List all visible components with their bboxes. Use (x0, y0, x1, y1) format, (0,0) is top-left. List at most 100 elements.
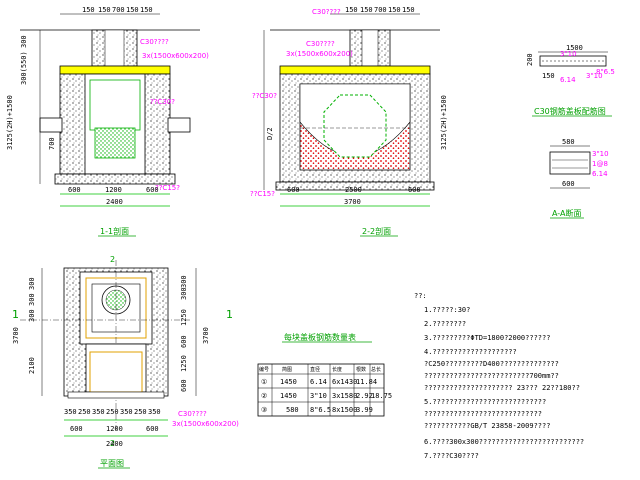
plate-width: 1500 (566, 44, 583, 52)
aa-rebar-3: 6.14 (592, 170, 608, 178)
cell: 1450 (280, 392, 297, 400)
plate-left: 150 (542, 72, 555, 80)
s11-bot-dim-1: 600 (68, 186, 81, 194)
s11-bot-dim-3: 600 (146, 186, 159, 194)
s11-bot-dim-2: 1200 (105, 186, 122, 194)
th-1: 简图 (282, 366, 292, 373)
th-5: 总长 (371, 366, 381, 373)
plate-detail: 1500 200 150 3"10 6.14 3"10 8"6.5 C30钢筋盖… (526, 44, 615, 117)
table-row: ② 1450 3"10 3x1580 2.92 18.75 (261, 392, 392, 400)
plan-sub-3: 350 (92, 408, 105, 416)
section-2-2: 150 150 700 150 150 D/2 3125(2H)+1500 C3… (250, 6, 448, 237)
s11-top-dim-2: 150 (98, 6, 111, 14)
plate-title: C30钢筋盖板配筋图 (534, 106, 606, 116)
cell: 3"10 (310, 392, 327, 400)
plan-right-4: 600 (180, 335, 188, 348)
s11-label-3: ??C30? (150, 98, 175, 106)
table-header: 编号 简图 直径 长度 根数 总长 (259, 366, 381, 373)
plan-sub-2: 250 (78, 408, 91, 416)
s22-label-1: C30???? (306, 40, 335, 48)
plate-rebar-4: 8"6.5 (596, 68, 615, 76)
plan-side-total-1: 3700 (12, 327, 20, 344)
s11-top-dim-3: 700 (112, 6, 125, 14)
plate-rebar-1: 3"10 (560, 50, 577, 58)
cell: 8"6.5 (310, 406, 331, 414)
note-line: ?????????????????????????700mm?? (424, 372, 559, 380)
plan-marker-2: 1 (226, 308, 233, 321)
plan-side-total-2: 3700 (202, 327, 210, 344)
s22-label-2: 3x(1500x600x200) (286, 50, 353, 58)
s22-top-dim-3: 700 (374, 6, 387, 14)
plan-bot-2: 1200 (106, 425, 123, 433)
notes: ??: 1.?????:30? 2.???????? 3.?????????ΦT… (414, 292, 584, 460)
plan-marker-1: 1 (12, 308, 19, 321)
s11-total: 2400 (106, 198, 123, 206)
plan-label-1: C30???? (178, 410, 207, 418)
s22-bot-dim-1: 600 (287, 186, 300, 194)
s22-top-dim-2: 150 (360, 6, 373, 14)
plan-left-4: 2100 (28, 357, 36, 374)
plan-sub-6: 250 (134, 408, 147, 416)
s22-side: D/2 (266, 127, 274, 140)
s11-top-dim-4: 150 (126, 6, 139, 14)
note-line: 7.????C30???? (424, 452, 479, 460)
cell: 6.14 (310, 378, 327, 386)
s22-bot-dim-2: 2500 (345, 186, 362, 194)
th-0: 编号 (259, 366, 269, 373)
plan-marker-3: 2 (110, 255, 115, 264)
plate-rebar-2: 6.14 (560, 76, 576, 84)
plan-marker-4: 2 (110, 439, 115, 448)
cell: 3x1580 (332, 392, 357, 400)
s22-top-dim-1: 150 (345, 6, 358, 14)
s11-label-2: 3x(1500x600x200) (142, 52, 209, 60)
s11-top-dims: 150 (82, 6, 95, 14)
s22-label-4: ??C15? (250, 190, 275, 198)
s22-total: 3700 (344, 198, 361, 206)
s11-top-dim-5: 150 (140, 6, 153, 14)
plan-title: 平面图 (100, 459, 124, 468)
s22-label-0: C30???? (312, 8, 341, 16)
th-2: 直径 (310, 366, 320, 373)
aa-title: A-A断面 (552, 208, 581, 218)
plan-left-3: 300 (28, 309, 36, 322)
cell: 11.84 (356, 378, 377, 386)
section-1-1: 150 150 700 150 150 300 300(550) 3125(2H… (6, 6, 209, 237)
note-line: 2.???????? (424, 320, 466, 328)
s11-label-1: C30???? (140, 38, 169, 46)
note-line: 1.?????:30? (424, 306, 470, 314)
table-row: ① 1450 6.14 6x1430 11.84 (261, 378, 377, 386)
plate-rebar-3: 3"10 (586, 72, 603, 80)
table-row: ③ 580 8"6.5 8x1500 3.99 (261, 406, 373, 414)
cell: 8x1500 (332, 406, 357, 414)
plan-right-5: 1250 (180, 355, 188, 372)
s22-vert-total: 3125(2H)+1500 (440, 95, 448, 150)
note-line: 5.??????????????????????????? (424, 398, 546, 406)
s22-top-dim-5: 150 (402, 6, 415, 14)
plan-bot-3: 600 (146, 425, 159, 433)
th-3: 长度 (332, 366, 342, 373)
plan-right-3: 1250 (180, 309, 188, 326)
plan-right-2: 300 (180, 287, 188, 300)
plan-sub-5: 350 (120, 408, 133, 416)
s22-title: 2-2剖面 (362, 226, 391, 236)
s11-left-dim-2: 300(550) (20, 51, 28, 85)
plan-right-1: 300 (180, 275, 188, 288)
section-aa: 580 600 3"10 1@8 6.14 A-A断面 (549, 138, 609, 219)
plan-right-6: 600 (180, 379, 188, 392)
aa-bottom: 600 (562, 180, 575, 188)
cell: ① (261, 378, 267, 386)
rebar-table: 每块盖板钢筋数量表 编号 简图 直径 长度 根数 总长 ① 1450 6.14 … (257, 332, 392, 417)
plan-left-2: 300 (28, 293, 36, 306)
aa-rebar-2: 1@8 (592, 160, 608, 168)
plan-bot-1: 600 (70, 425, 83, 433)
note-line: 6.????300x300????????????????????????? (424, 438, 584, 446)
cell: ③ (261, 406, 267, 414)
plan-sub-7: 350 (148, 408, 161, 416)
cell: ② (261, 392, 267, 400)
plan-view: 1 1 2 2 300 300 300 2100 3700 300 300 12… (12, 255, 239, 469)
note-line: ???????????????????????????? (424, 410, 542, 418)
plan-left-1: 300 (28, 277, 36, 290)
plan-sub-4: 250 (106, 408, 119, 416)
plan-total: 2400 (106, 440, 123, 448)
